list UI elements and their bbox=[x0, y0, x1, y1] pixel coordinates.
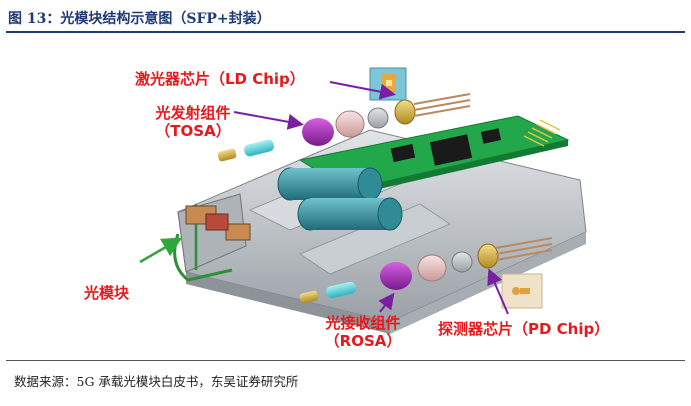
module-label: 光模块 bbox=[84, 284, 130, 302]
rosa-exploded-parts bbox=[299, 237, 553, 304]
optical-ports bbox=[277, 167, 403, 231]
rosa-label: 光接收组件 （ROSA） bbox=[298, 314, 428, 350]
pd-chip-label: 探测器芯片（PD Chip） bbox=[438, 320, 610, 338]
source-rule bbox=[6, 360, 685, 361]
gold-edge-contacts bbox=[523, 119, 561, 147]
tosa-label-line2: （TOSA） bbox=[155, 122, 231, 140]
sfp-module-diagram: 激光器芯片（LD Chip） 光发射组件 （TOSA） 光模块 光接收组件 （R… bbox=[0, 34, 691, 358]
tosa-label-line1: 光发射组件 bbox=[155, 104, 231, 122]
exploded-view-illustration bbox=[139, 67, 587, 334]
ld-chip-inset bbox=[369, 67, 407, 101]
ld-chip-label: 激光器芯片（LD Chip） bbox=[135, 70, 305, 88]
tosa-label: 光发射组件 （TOSA） bbox=[128, 104, 258, 140]
pd-chip-inset bbox=[501, 273, 543, 309]
figure-title: 图 13：光模块结构示意图（SFP+封装） bbox=[8, 11, 271, 27]
bail-latch bbox=[173, 204, 251, 282]
source-note: 数据来源：5G 承载光模块白皮书，东吴证券研究所 bbox=[14, 374, 299, 389]
title-rule bbox=[6, 31, 685, 33]
rosa-label-line1: 光接收组件 bbox=[325, 314, 401, 332]
rosa-label-line2: （ROSA） bbox=[324, 332, 402, 350]
leader-arrows bbox=[139, 81, 509, 315]
tosa-exploded-parts bbox=[217, 93, 471, 162]
